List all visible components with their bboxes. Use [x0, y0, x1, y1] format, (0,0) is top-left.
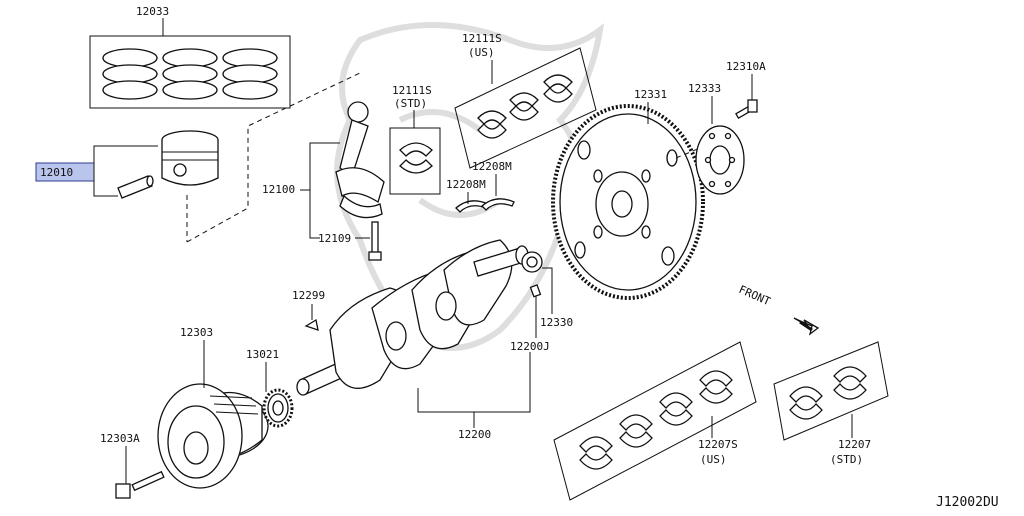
piston-12010[interactable]	[117, 130, 219, 199]
label-12208m-a[interactable]: 12208M	[472, 160, 512, 173]
label-12303a[interactable]: 12303A	[100, 432, 140, 445]
label-12310a[interactable]: 12310A	[726, 60, 766, 73]
label-12033[interactable]: 12033	[136, 5, 169, 18]
piston-pin	[117, 175, 154, 199]
main-bearing-std-12207[interactable]	[773, 341, 889, 441]
front-arrow-icon	[793, 317, 820, 336]
label-12208m-b[interactable]: 12208M	[446, 178, 486, 191]
rod-bearing-us-12111s[interactable]	[454, 47, 597, 169]
label-12111s-std-qualifier: (STD)	[394, 97, 427, 110]
main-bearing-us-12207s[interactable]	[553, 341, 757, 501]
drive-plate-12331[interactable]	[551, 104, 705, 300]
diagram-id: J12002DU	[936, 495, 999, 510]
label-12111s-us[interactable]: 12111S	[462, 32, 502, 45]
label-12331[interactable]: 12331	[634, 88, 667, 101]
key-12299[interactable]	[304, 318, 319, 331]
thrust-washer-12208m[interactable]	[455, 198, 515, 213]
label-12333[interactable]: 12333	[688, 82, 721, 95]
label-12207s[interactable]: 12207S	[698, 438, 738, 451]
label-12207-qualifier: (STD)	[830, 453, 863, 466]
reinforcement-plate-12333[interactable]	[695, 125, 745, 195]
label-13021[interactable]: 13021	[246, 348, 279, 361]
label-12200[interactable]: 12200	[458, 428, 491, 441]
label-12207s-qualifier: (US)	[700, 453, 727, 466]
crankshaft-12200[interactable]	[296, 239, 529, 396]
ring-stack-3	[222, 48, 278, 100]
key-12200j[interactable]	[529, 284, 542, 298]
label-12303[interactable]: 12303	[180, 326, 213, 339]
rod-bolt-12109[interactable]	[368, 221, 382, 261]
flywheel-bolt-12310a[interactable]	[735, 99, 758, 119]
piston-ring-set-12033[interactable]	[89, 18, 291, 109]
crank-sprocket-13021[interactable]	[262, 388, 294, 428]
rod-bearing-std-12111s[interactable]	[389, 127, 441, 195]
label-12299[interactable]: 12299	[292, 289, 325, 302]
label-12010[interactable]: 12010	[40, 166, 73, 179]
label-12330[interactable]: 12330	[540, 316, 573, 329]
ring-stack-2	[162, 48, 218, 100]
ring-stack-1	[102, 48, 158, 100]
label-12100[interactable]: 12100	[262, 183, 295, 196]
label-12200j[interactable]: 12200J	[510, 340, 550, 353]
front-label: FRONT	[737, 283, 773, 308]
label-12207[interactable]: 12207	[838, 438, 871, 451]
label-12109[interactable]: 12109	[318, 232, 351, 245]
label-12111s-std[interactable]: 12111S	[392, 84, 432, 97]
pulley-bolt-12303a[interactable]	[115, 470, 165, 499]
crank-pulley-12303[interactable]	[157, 383, 269, 489]
connecting-rod-12100[interactable]	[335, 101, 385, 219]
pilot-bushing-12330[interactable]	[521, 251, 543, 273]
label-12111s-us-qualifier: (US)	[468, 46, 495, 59]
